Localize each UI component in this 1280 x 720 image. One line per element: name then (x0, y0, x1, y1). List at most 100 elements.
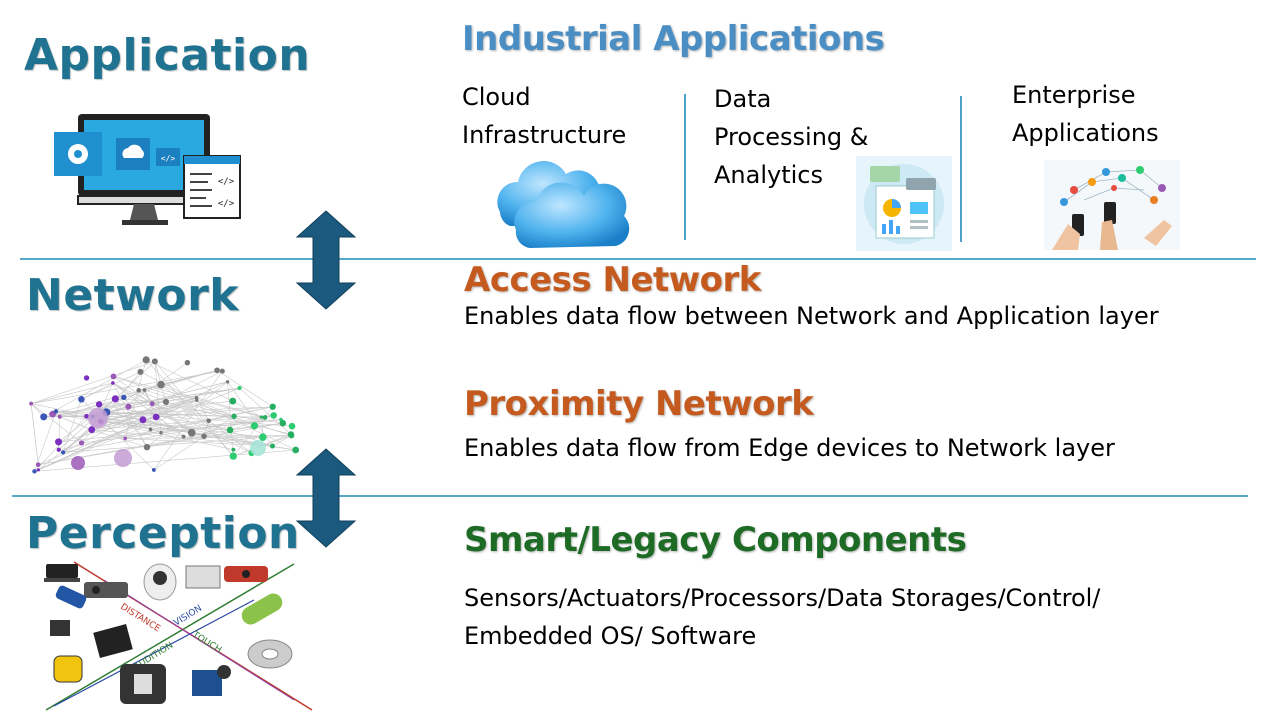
network-node (229, 452, 237, 460)
enterprise-label-line2: Applications (1012, 119, 1159, 147)
network-hub-node (114, 449, 132, 467)
network-node (61, 450, 66, 455)
network-edge (63, 415, 274, 453)
network-edge (92, 400, 233, 417)
data-label-line1: Data (714, 85, 772, 113)
network-node (157, 380, 165, 389)
network-edge (123, 397, 144, 420)
network-node (259, 415, 264, 419)
network-node (214, 367, 220, 374)
network-edge (30, 403, 39, 465)
network-node (55, 438, 63, 446)
network-edge (31, 361, 155, 404)
network-node (137, 368, 144, 375)
network-node (84, 413, 89, 419)
column-divider-2 (960, 96, 962, 242)
network-edge (58, 398, 116, 443)
network-edge (146, 359, 233, 402)
network-edge (58, 419, 281, 443)
cloud-label-line1: Cloud (462, 83, 531, 111)
network-node (151, 468, 156, 472)
network-edge (160, 384, 296, 451)
network-node (288, 422, 296, 430)
network-node (237, 385, 242, 391)
enterprise-label-line1: Enterprise (1012, 81, 1136, 109)
computer-monitor-icon: </> </> </> (54, 114, 241, 225)
network-edge (153, 415, 235, 471)
network-edge (160, 384, 252, 454)
network-edge (52, 413, 87, 417)
layer-title-application: Application (24, 30, 311, 81)
network-node (53, 409, 59, 414)
smart-legacy-components-title: Smart/Legacy Components (464, 520, 967, 560)
network-edge (81, 371, 141, 400)
network-edge (144, 389, 153, 404)
network-node (270, 412, 277, 419)
data-processing-label: Data Processing & Analytics (714, 80, 869, 194)
network-edge (34, 411, 57, 472)
network-edge (115, 398, 148, 448)
network-node (219, 368, 225, 374)
network-edge (239, 387, 292, 435)
network-edge (153, 370, 223, 471)
network-edge (30, 403, 82, 444)
network-edge (140, 371, 197, 401)
proximity-network-description: Enables data flow from Edge devices to N… (464, 434, 1115, 462)
network-node (95, 401, 103, 408)
network-edge (150, 419, 281, 430)
network-edge (59, 370, 218, 418)
network-edge (62, 399, 82, 453)
network-node (288, 432, 295, 439)
network-node (56, 447, 61, 452)
network-edge (125, 406, 273, 439)
network-node (32, 469, 37, 474)
layer-title-network: Network (26, 270, 240, 321)
cloud-label-line2: Infrastructure (462, 121, 627, 149)
network-edge (272, 435, 292, 447)
network-hub-node (250, 440, 266, 456)
network-hub-node (88, 408, 108, 428)
network-node (162, 398, 170, 406)
network-edge (115, 361, 156, 400)
cloud-infrastructure-label: Cloud Infrastructure (462, 78, 626, 154)
network-node (269, 443, 275, 449)
network-node (159, 431, 163, 435)
data-label-line3: Analytics (714, 161, 823, 189)
network-edge (106, 411, 235, 417)
network-node (195, 398, 199, 402)
layer-title-perception: Perception (26, 508, 300, 559)
network-edge (43, 359, 147, 418)
sensors-collage-image: DISTANCE VISION TOUCH AUDITION (44, 561, 313, 711)
network-node (88, 426, 96, 434)
network-node (148, 427, 153, 432)
smart-components-line2: Embedded OS/ Software (464, 622, 757, 650)
network-edge (31, 370, 223, 404)
network-edge (91, 415, 274, 430)
divider-network-perception (12, 495, 1248, 497)
network-edge (91, 429, 273, 447)
network-node (111, 395, 119, 403)
network-node (110, 373, 117, 380)
network-edge (58, 406, 273, 451)
network-node (123, 436, 128, 441)
network-node (57, 414, 62, 419)
network-edge (112, 382, 192, 434)
data-label-line2: Processing & (714, 123, 869, 151)
network-node (225, 380, 230, 384)
network-node (184, 359, 191, 366)
network-node (194, 395, 199, 400)
network-node (149, 401, 155, 407)
network-node (152, 413, 160, 421)
network-node (35, 462, 41, 468)
network-node (125, 403, 132, 410)
network-node (139, 416, 147, 424)
network-edge (216, 370, 273, 408)
network-node (143, 443, 151, 451)
network-node (201, 433, 207, 440)
network-edge (113, 376, 262, 418)
network-edge (63, 435, 292, 453)
network-edge (233, 406, 273, 457)
svg-text:</>: </> (218, 177, 235, 187)
svg-text:</>: </> (161, 154, 176, 163)
network-edge (100, 399, 197, 422)
